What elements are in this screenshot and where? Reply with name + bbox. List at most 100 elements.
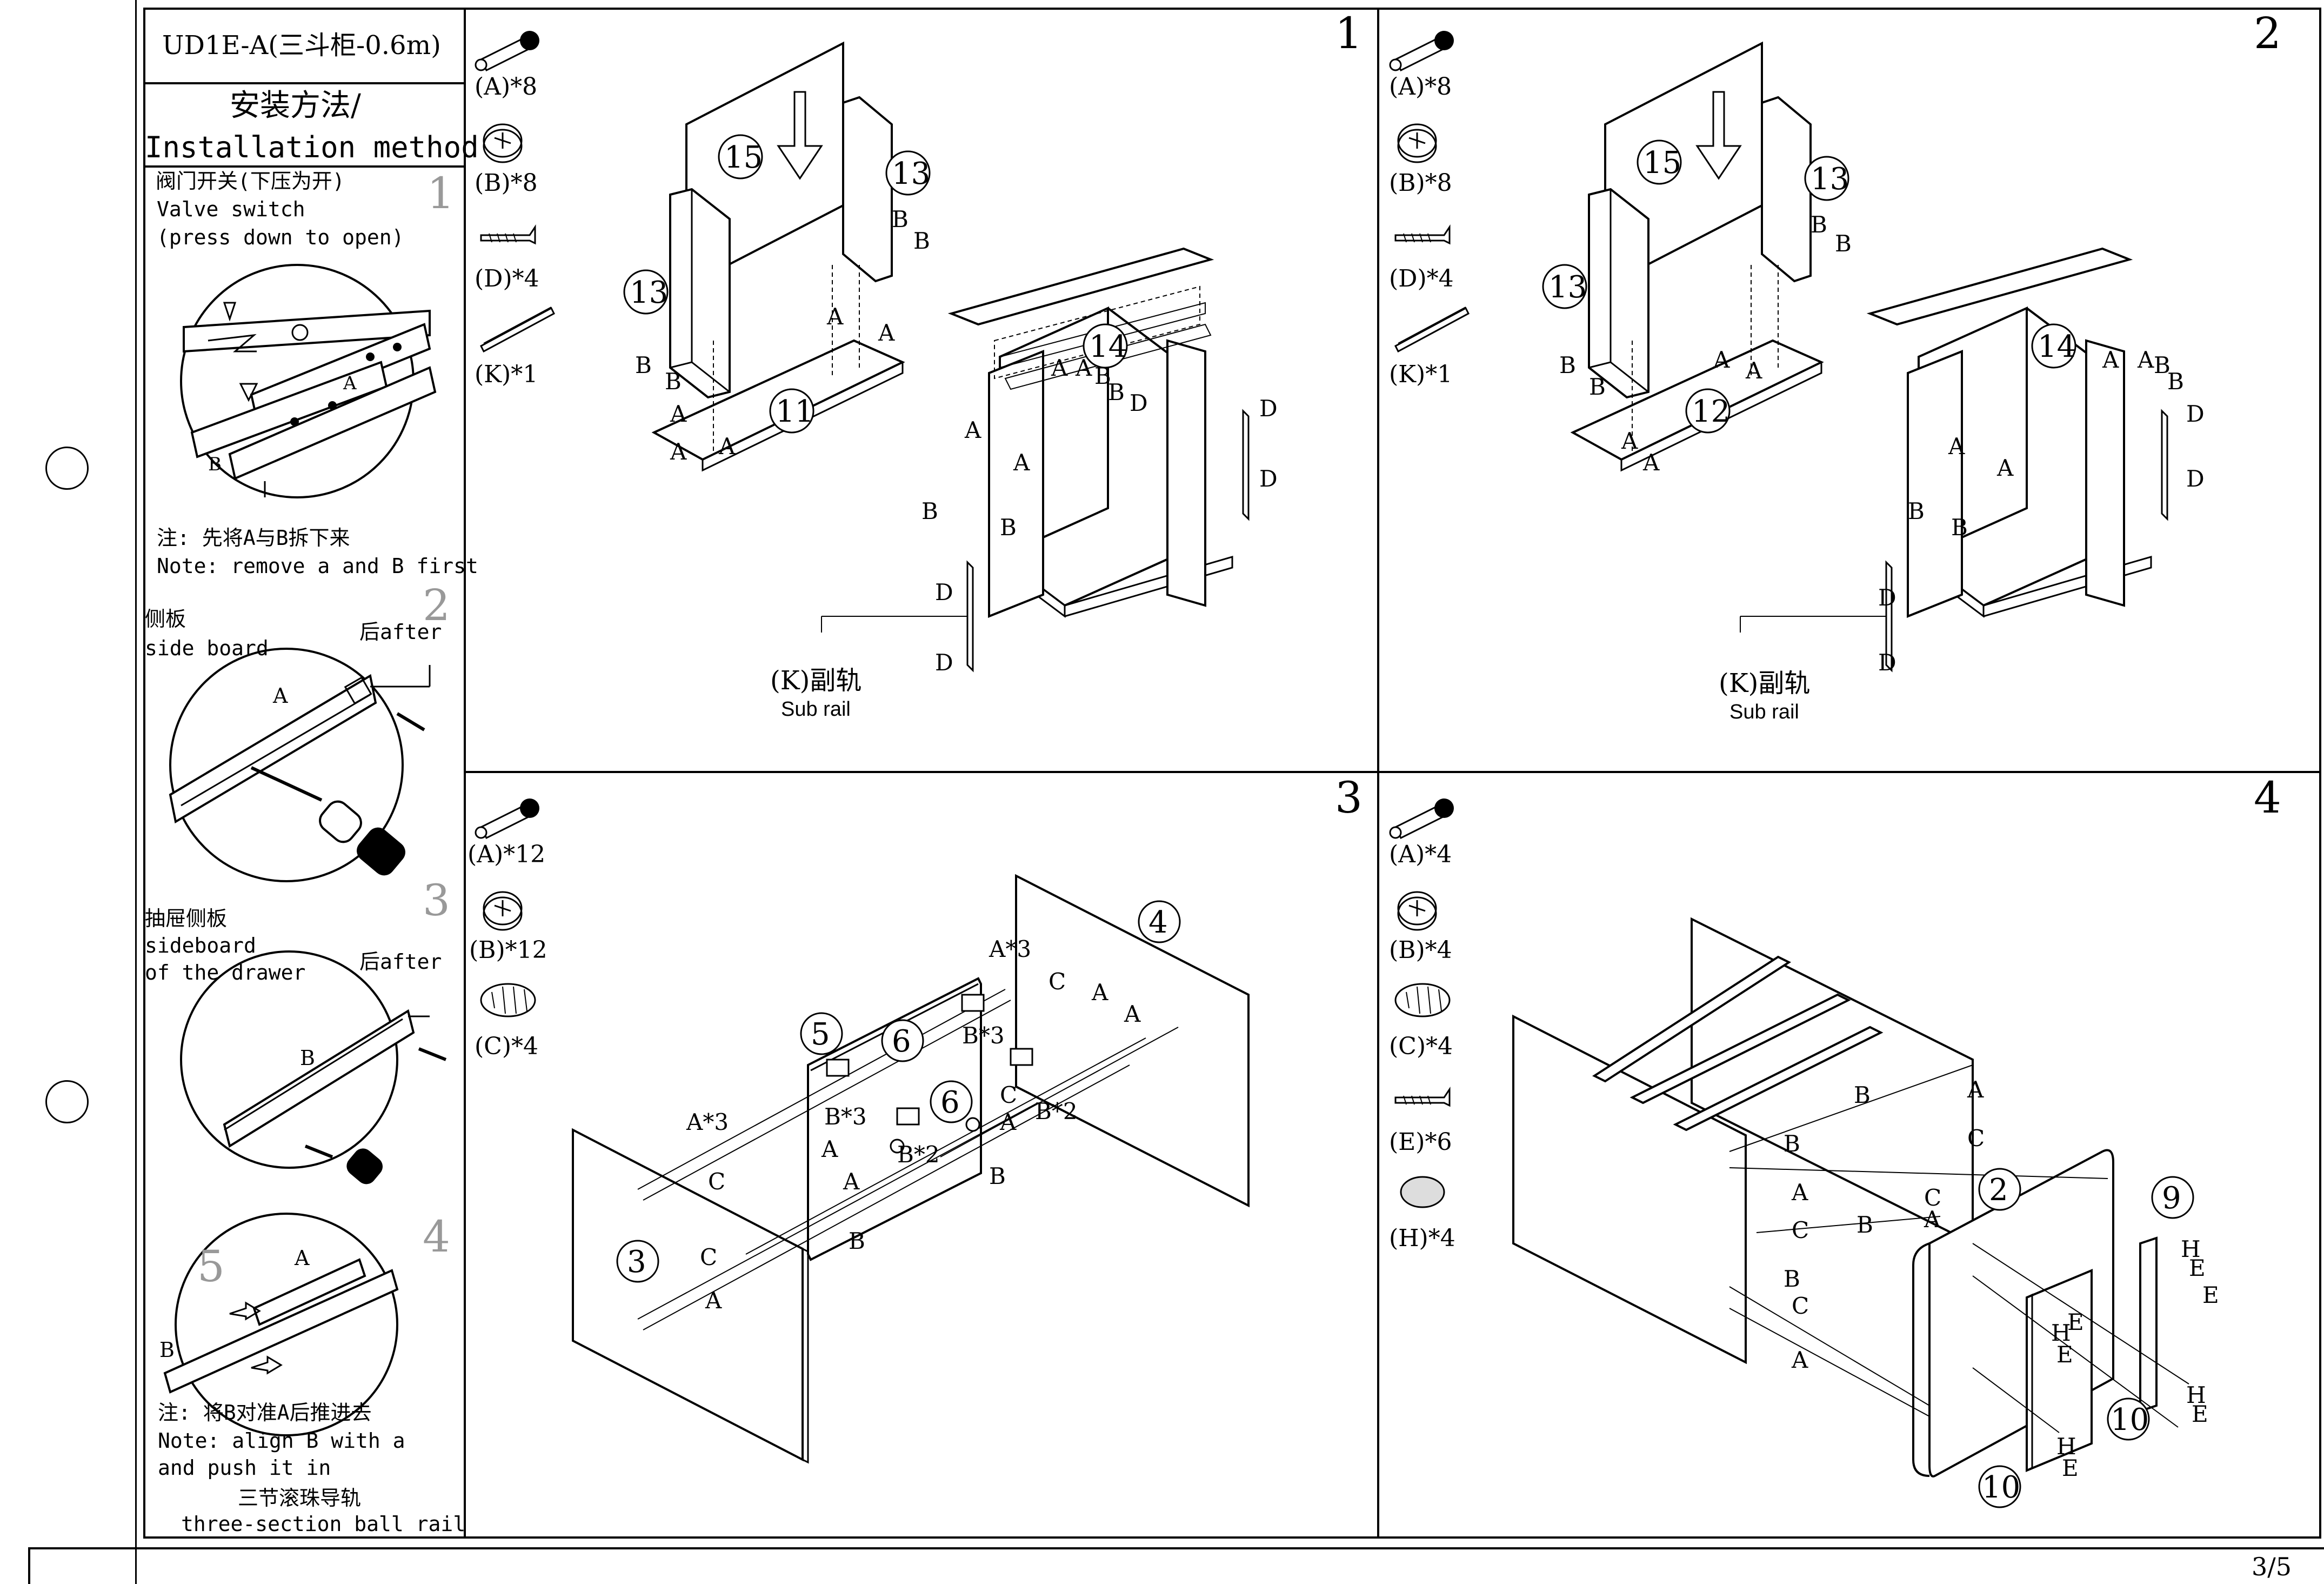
step4-note-en1: Note: align B with a [158,1429,405,1453]
letter-c: C [708,1168,725,1195]
letter-a: A [718,433,736,460]
part-6: 6 [892,1024,911,1059]
letter-a: A [843,1168,860,1195]
letter-b: B [665,368,682,395]
part-13-left: 13 [1548,270,1587,305]
letter-h: H [2056,1433,2076,1460]
callout-b2: B*2 [1035,1098,1078,1124]
callout-b3: B*3 [962,1022,1005,1049]
letter-b: B [921,498,938,524]
cam-bolt-icon [1389,798,1454,840]
hardware-h-count: (H)*4 [1389,1224,1455,1252]
hardware-d-count: (D)*4 [475,265,539,292]
part-13-right: 13 [1811,162,1849,197]
hardware-a-count: (A)*8 [1389,73,1452,101]
panel3-labels: 4 5 6 6 3 A*3 A*3 B*3 B*3 B*2 B*2 C A A … [616,900,1181,1314]
slide-rail-detail-1: A B [180,264,437,498]
letter-b: B [2167,368,2184,395]
letter-a: A [670,401,687,427]
letter-b: B [1908,498,1925,524]
letter-a: A [1924,1206,1941,1233]
letter-c: C [1792,1293,1809,1319]
callout-a3: A*3 [989,936,1031,962]
letter-c: C [1924,1184,1941,1211]
letter-b: B [1854,1082,1871,1108]
letter-b: B [849,1228,865,1254]
part-10: 10 [1982,1470,2020,1505]
hardware-a-count: (A)*12 [468,841,546,868]
rail-label-b: B [208,454,222,475]
letter-a: A [1051,355,1068,381]
letter-d: D [1259,395,1278,422]
drawer-rail-detail: B [180,950,447,1184]
letter-d: D [2186,465,2205,492]
substep-number-5: 5 [197,1241,225,1292]
step-number-4: 4 [2254,773,2281,823]
letter-b: B [1589,374,1606,400]
letter-d: D [935,579,953,605]
letter-a: A [964,417,981,443]
hardware-k-count: (K)*1 [475,361,538,388]
callout-a3: A*3 [686,1109,729,1135]
letter-d: D [1259,465,1278,492]
cam-bolt-icon [475,31,539,72]
drawer-sideboard-en1: sideboard [145,934,256,957]
part-14: 14 [1089,329,1127,364]
letter-a: A [1791,1179,1808,1206]
letter-e: E [2202,1282,2219,1308]
letter-b: B [1000,514,1017,541]
part-3: 3 [627,1244,646,1280]
cam-lock-icon [1397,123,1437,163]
part-14: 14 [2038,329,2076,364]
screw-icon [480,224,536,245]
hardware-b-count: (B)*8 [475,169,538,197]
letter-a: A [1791,1347,1808,1373]
cam-bolt-icon [475,798,539,840]
letter-c: C [1000,1082,1017,1108]
panel4-assembly-diagram [1512,917,2189,1477]
substep-number-1: 1 [427,168,455,218]
left-panel-divider [464,8,466,1539]
dowel-icon [480,983,536,1017]
letter-d: D [1878,584,1896,611]
letter-d: D [1878,649,1896,676]
substep-number-2: 2 [423,580,450,630]
cover-cap-icon [1400,1176,1445,1208]
part-9: 9 [2162,1181,2181,1216]
hardware-a-count: (A)*8 [475,73,538,101]
letter-c: C [700,1244,717,1270]
letter-a: A [1948,433,1965,460]
part-4: 4 [1148,905,1168,940]
letter-b: B [635,352,652,378]
letter-b: B [1559,352,1576,378]
panel1-labels: 15 13 13 11 14 B B A A B B A A A A A A B… [623,134,1278,676]
hardware-e-count: (E)*6 [1389,1128,1452,1156]
page-footer-rule [28,1547,2324,1549]
hardware-b-count: (B)*12 [469,936,547,964]
letter-a: A [999,1109,1017,1135]
substep-number-4: 4 [423,1212,450,1262]
letter-d: D [935,649,953,676]
letter-b: B [913,228,930,254]
panel3-hardware-icons [475,798,539,1017]
letter-e: E [2189,1255,2206,1281]
part-10: 10 [2111,1402,2149,1437]
part-11: 11 [776,394,814,429]
step-number-3: 3 [1335,773,1363,823]
letter-c: C [1049,968,1066,995]
letter-a: A [670,438,687,465]
letter-c: C [1792,1217,1809,1243]
step1-note-en: Note: remove a and B first [157,554,478,578]
panel-vertical-divider [1377,8,1379,1539]
callout-b3: B*3 [824,1103,867,1130]
letter-h: H [2051,1320,2071,1346]
step4-note-zh: 注: 将B对准A后推进去 [158,1401,372,1425]
hardware-c-count: (C)*4 [475,1033,538,1060]
step-number-1: 1 [1335,8,1363,58]
binder-hole-bottom [45,1080,89,1123]
part-15: 15 [724,140,763,175]
part-13-right: 13 [892,156,930,191]
ball-rail-label-a: A [294,1246,310,1270]
step1-note-zh: 注: 先将A与B拆下来 [157,526,350,550]
letter-b: B [2154,352,2171,378]
